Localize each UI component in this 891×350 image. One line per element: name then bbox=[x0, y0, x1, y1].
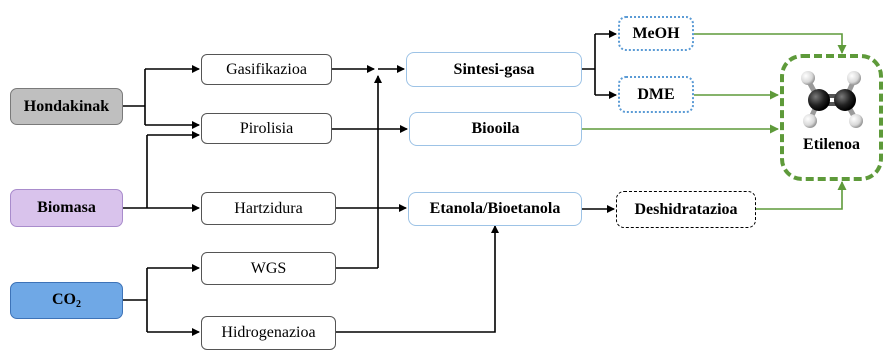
product-etanola: Etanola/Bioetanola bbox=[408, 192, 582, 226]
edge-deshidratazioa-to-etilenoa bbox=[756, 181, 847, 210]
edge-co2-split bbox=[123, 268, 148, 332]
process-gasifikazioa: Gasifikazioa bbox=[201, 54, 332, 85]
target-etilenoa-label: Etilenoa bbox=[803, 136, 860, 153]
process-wgs: WGS bbox=[201, 252, 336, 285]
process-hartzidura: Hartzidura bbox=[201, 192, 336, 225]
process-wgs-label: WGS bbox=[250, 259, 287, 277]
product-etanola-label: Etanola/Bioetanola bbox=[429, 200, 561, 217]
product-biooila: Biooila bbox=[409, 112, 582, 146]
process-deshidratazioa: Deshidratazioa bbox=[616, 191, 756, 228]
product-dme: DME bbox=[618, 76, 694, 113]
source-biomasa: Biomasa bbox=[10, 189, 123, 227]
process-deshidratazioa-label: Deshidratazioa bbox=[634, 200, 738, 218]
process-gasifikazioa-label: Gasifikazioa bbox=[226, 60, 307, 78]
product-sintesi-gasa-label: Sintesi-gasa bbox=[453, 60, 535, 78]
process-hartzidura-label: Hartzidura bbox=[234, 199, 303, 217]
product-meoh-label: MeOH bbox=[632, 24, 680, 42]
ethylene-molecule-icon bbox=[800, 71, 863, 128]
product-biooila-label: Biooila bbox=[471, 120, 520, 137]
target-etilenoa: Etilenoa bbox=[780, 54, 883, 181]
process-pirolisia: Pirolisia bbox=[201, 113, 332, 144]
co2-subscript: 2 bbox=[76, 299, 81, 310]
edge-sintesi-split bbox=[582, 34, 596, 95]
edge-hondakinak-split bbox=[123, 69, 146, 125]
source-hondakinak-label: Hondakinak bbox=[23, 97, 110, 115]
product-sintesi-gasa: Sintesi-gasa bbox=[406, 52, 582, 87]
source-biomasa-label: Biomasa bbox=[37, 199, 96, 216]
edge-hidrogenazioa-to-etanola bbox=[336, 225, 499, 333]
co2-main: CO bbox=[52, 291, 76, 308]
source-co2-label: CO2 bbox=[52, 291, 81, 310]
source-hondakinak: Hondakinak bbox=[10, 88, 123, 125]
process-pirolisia-label: Pirolisia bbox=[239, 119, 294, 137]
process-hidrogenazioa: Hidrogenazioa bbox=[201, 316, 336, 350]
edge-biomasa-split bbox=[123, 135, 148, 209]
process-hidrogenazioa-label: Hidrogenazioa bbox=[221, 324, 316, 341]
product-meoh: MeOH bbox=[618, 16, 694, 51]
source-co2: CO2 bbox=[10, 282, 123, 319]
product-dme-label: DME bbox=[637, 85, 675, 103]
edge-meoh-to-etilenoa bbox=[694, 33, 847, 54]
